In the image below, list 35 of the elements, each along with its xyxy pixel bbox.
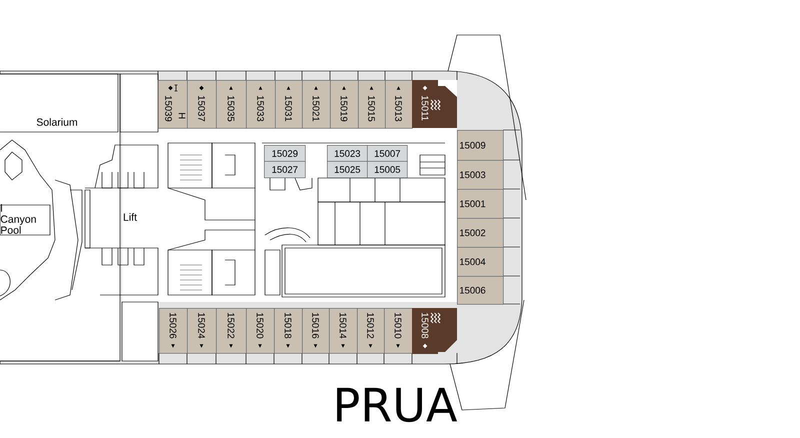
area-label: Lift [124, 213, 137, 221]
cabin: 15029 [264, 145, 306, 162]
cabin: 15013 [385, 80, 413, 129]
bow-label: PRUA [337, 388, 458, 422]
cabin: 15031 [275, 80, 303, 129]
cabin: 15023 [327, 145, 368, 162]
cabin: 15035 [216, 80, 247, 129]
cabin: 15016 [302, 308, 330, 354]
cabin: 15024 [187, 308, 217, 354]
cabin: 15018 [274, 308, 303, 354]
suite-cabin: 15008 [412, 308, 457, 354]
cabin: 15002 [457, 218, 504, 248]
cabin: 15022 [216, 308, 247, 354]
cabin: 15037 [187, 80, 217, 129]
cabin: 15039 H [158, 80, 188, 129]
cabin: 15007 [367, 145, 408, 162]
cabin: 15020 [246, 308, 275, 354]
cabin: 15006 [457, 276, 504, 305]
area-label: l Canyon Pool [0, 204, 36, 234]
cabin: 15003 [457, 160, 504, 190]
cabin: 15012 [357, 308, 385, 354]
cabin: 15019 [330, 80, 359, 129]
cabin: 15025 [327, 161, 368, 178]
cabin: 15026 [159, 308, 188, 354]
cabin: 15004 [457, 246, 504, 277]
cabin: 15021 [302, 80, 331, 129]
cabin: 15001 [457, 188, 504, 219]
area-label: Solarium [36, 118, 78, 126]
cabin: 15014 [329, 308, 358, 354]
cabin: 15015 [358, 80, 386, 129]
cabin: 15010 [384, 308, 413, 354]
cabin: 15005 [367, 161, 408, 178]
cabin: 15009 [457, 130, 504, 161]
cabin: 15027 [264, 161, 306, 178]
cabin: 15033 [246, 80, 276, 129]
